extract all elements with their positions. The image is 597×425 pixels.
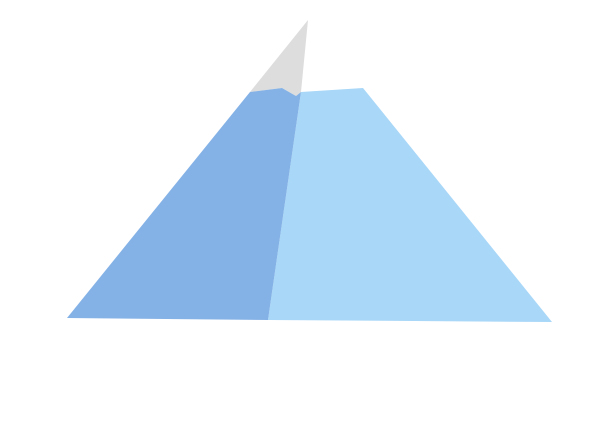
mountain-right-face — [268, 88, 552, 322]
mountain-left-face — [67, 88, 301, 320]
snow-cap — [250, 20, 308, 96]
